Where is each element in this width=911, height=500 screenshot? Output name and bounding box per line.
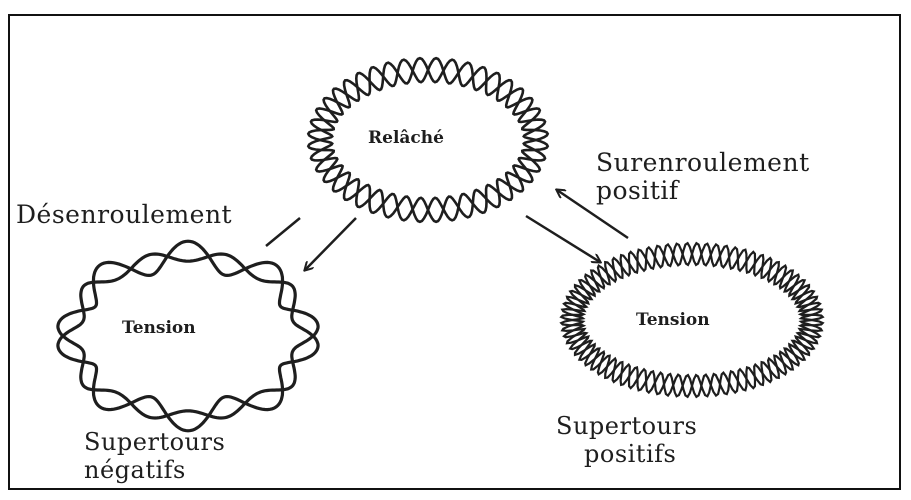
unwinding-tick <box>266 218 300 246</box>
right-tension-label: Tension <box>636 312 710 329</box>
dna-strand-1 <box>58 254 318 431</box>
overwinding-label-line1: Surenroulement <box>596 150 810 175</box>
positive-supercoils-line2: positifs <box>584 442 676 466</box>
relaxed-label: Relâché <box>368 130 444 147</box>
arrow-to-negative <box>305 218 356 270</box>
positive-supercoils-line1: Supertours <box>556 414 697 438</box>
negative-supercoils-line1: Supertours <box>84 430 225 454</box>
unwinding-label: Désenroulement <box>16 202 232 227</box>
left-tension-label: Tension <box>122 320 196 337</box>
arrow-to-positive <box>526 216 600 262</box>
overwinding-label-line2: positif <box>596 178 679 203</box>
negative-supercoils-line2: négatifs <box>84 458 186 482</box>
